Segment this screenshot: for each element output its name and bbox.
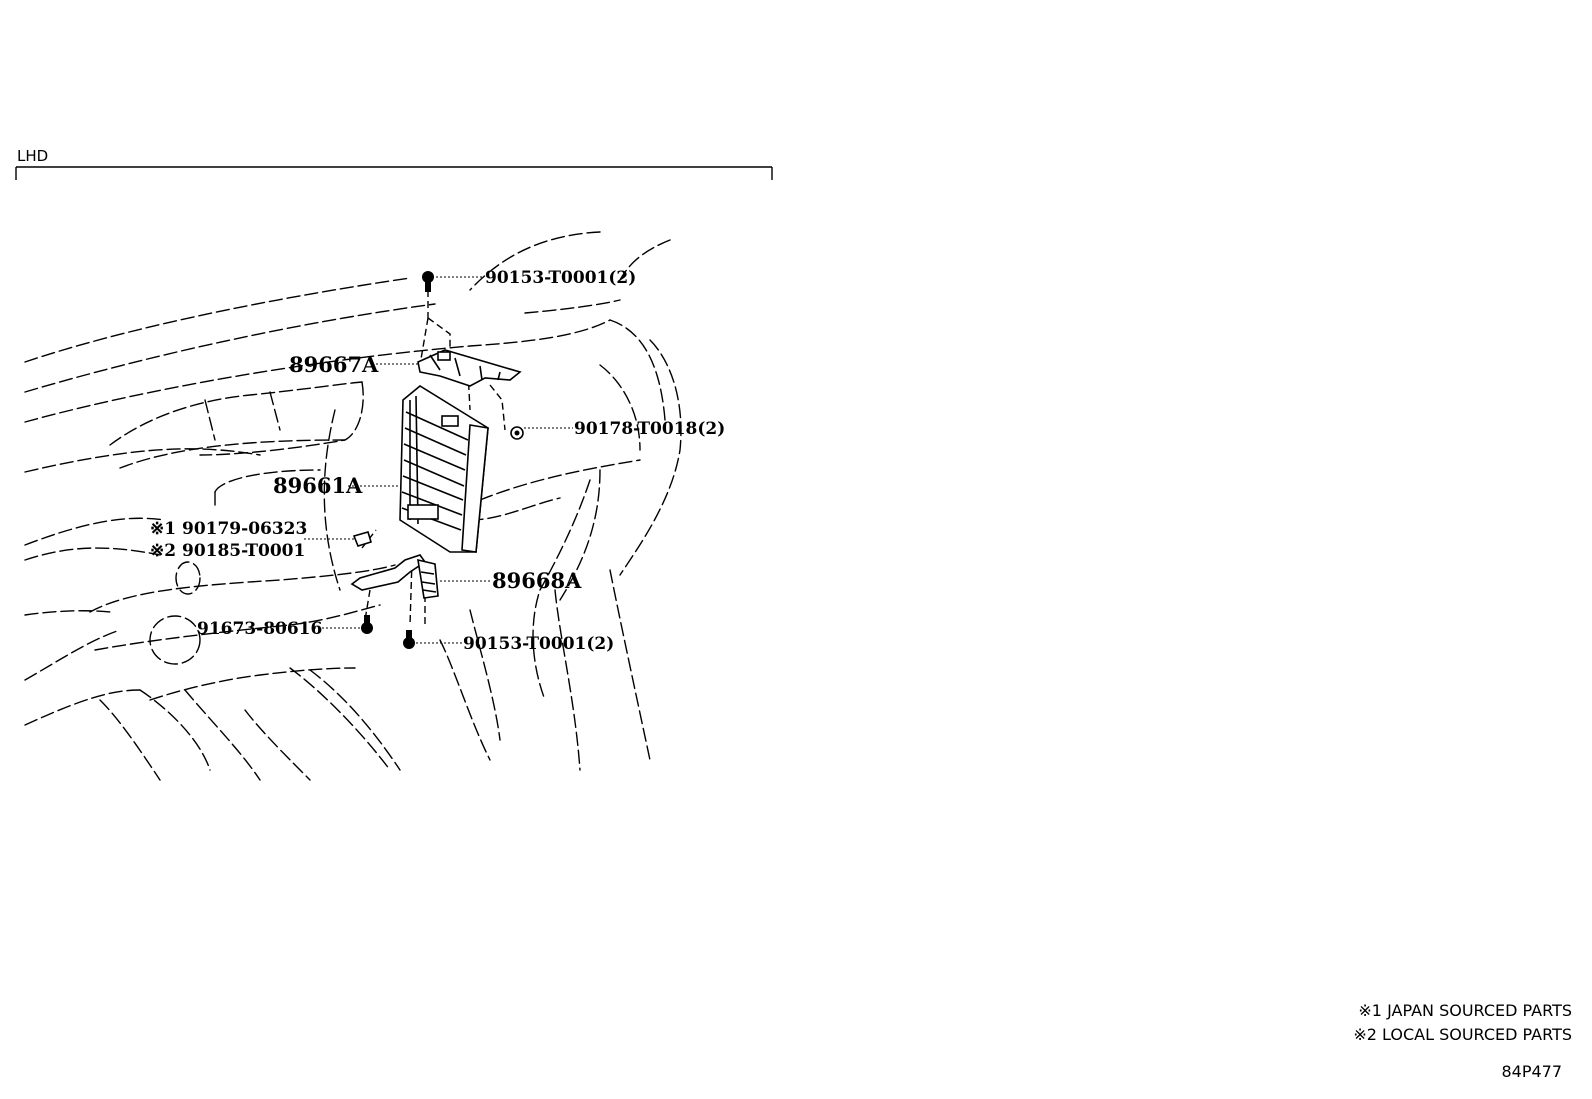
dashboard-outline	[24, 231, 682, 781]
bolt-lower-icon	[403, 630, 415, 649]
section-label: LHD	[17, 147, 48, 165]
section-bracket	[15, 166, 773, 180]
part-label-90153-lower: 90153-T0001(2)	[463, 634, 614, 654]
clip-left-icon	[352, 531, 372, 547]
footnote-japan: ※1 JAPAN SOURCED PARTS	[1358, 1001, 1572, 1020]
footnote-local: ※2 LOCAL SOURCED PARTS	[1353, 1025, 1572, 1044]
part-label-90179: ※1 90179-06323	[150, 519, 307, 539]
part-label-89661a: 89661A	[273, 473, 363, 498]
part-label-91673: 91673-80616	[197, 619, 322, 639]
ecu-89661a	[399, 385, 489, 553]
bolt-upper-icon	[422, 271, 434, 292]
part-label-89667a: 89667A	[289, 352, 379, 377]
bolt-left-lower-icon	[361, 615, 373, 634]
part-label-89668a: 89668A	[492, 568, 582, 593]
bracket-upper-89667a	[417, 349, 522, 387]
bracket-lower-89668a	[350, 554, 439, 599]
part-label-90153-upper: 90153-T0001(2)	[485, 268, 636, 288]
nut-right-icon	[510, 426, 524, 440]
part-label-90185: ※2 90185-T0001	[150, 541, 305, 561]
diagram-code: 84P477	[1501, 1062, 1562, 1081]
part-label-90178: 90178-T0018(2)	[574, 419, 725, 439]
leader-lines	[304, 276, 573, 644]
